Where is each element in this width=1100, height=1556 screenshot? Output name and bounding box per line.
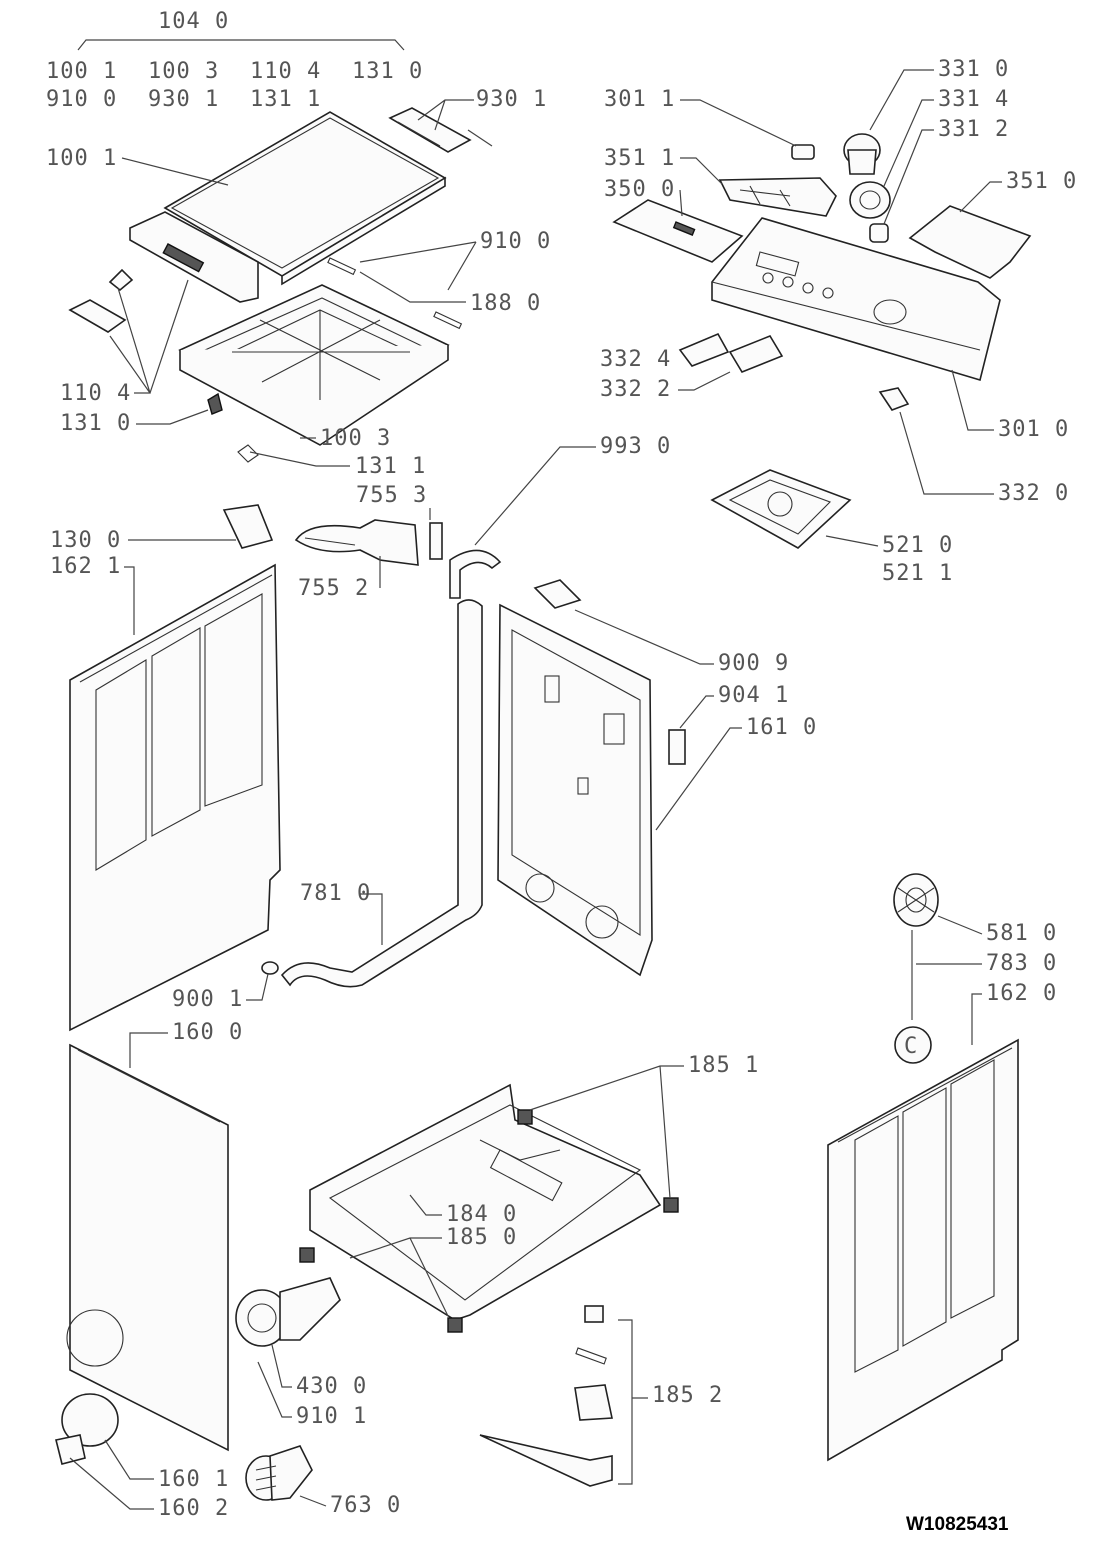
plug-904-1 [668, 729, 686, 765]
callout-331-4: 331 4 [938, 87, 1009, 112]
support-parts-185-2 [479, 1305, 613, 1487]
callout-521-0: 521 0 [882, 533, 953, 558]
spring-131-1 [237, 444, 259, 463]
callout-185-0: 185 0 [446, 1225, 517, 1250]
callout-783-0: 783 0 [986, 951, 1057, 976]
callout-110-4: 110 4 [60, 381, 131, 406]
callout-331-2: 331 2 [938, 117, 1009, 142]
callout-910-1: 910 1 [296, 1404, 367, 1429]
group-member-131-1: 131 1 [250, 87, 321, 112]
clamp-900-1 [261, 961, 279, 975]
callout-900-1: 900 1 [172, 987, 243, 1012]
callout-521-1: 521 1 [882, 561, 953, 586]
callout-162-0: 162 0 [986, 981, 1057, 1006]
knob-ring-331-4 [849, 181, 891, 219]
front-panel-160-0 [66, 1043, 229, 1452]
drain-hose-781-0 [280, 599, 483, 988]
reference-marker-c: C [894, 1026, 932, 1064]
callout-160-2: 160 2 [158, 1496, 229, 1521]
group-member-131-0: 131 0 [352, 59, 423, 84]
board-351-1 [718, 177, 837, 217]
lid-handle-110-4 [68, 268, 134, 333]
callout-188-0: 188 0 [470, 291, 541, 316]
callout-185-2: 185 2 [652, 1383, 723, 1408]
callout-301-1: 301 1 [604, 87, 675, 112]
dispenser-tray-521-0 [710, 469, 852, 549]
callout-904-1: 904 1 [718, 683, 789, 708]
callout-331-0: 331 0 [938, 57, 1009, 82]
callout-781-0: 781 0 [300, 881, 371, 906]
callout-332-4: 332 4 [600, 347, 671, 372]
callout-130-0: 130 0 [50, 528, 121, 553]
group-bracket-104-0: 104 0 100 1 100 3 110 4 131 0 910 0 930 … [46, 9, 423, 112]
callout-332-0: 332 0 [998, 481, 1069, 506]
callout-910-0: 910 0 [480, 229, 551, 254]
group-label: 104 0 [158, 9, 229, 34]
callout-581-0: 581 0 [986, 921, 1057, 946]
group-member-100-3: 100 3 [148, 59, 219, 84]
knob-insert-331-2 [869, 223, 889, 243]
callout-755-3: 755 3 [356, 483, 427, 508]
hinge-plate-930-1 [388, 107, 472, 153]
top-lid-part [129, 111, 447, 303]
button-301-1 [791, 144, 815, 160]
callout-184-0: 184 0 [446, 1202, 517, 1227]
callout-755-2: 755 2 [298, 576, 369, 601]
callout-430-0: 430 0 [296, 1374, 367, 1399]
group-member-910-0: 910 0 [46, 87, 117, 112]
console-301-0 [711, 217, 1001, 382]
callout-763-0: 763 0 [330, 1493, 401, 1518]
pulley-581-0 [893, 873, 939, 927]
feet-185-1 [299, 1109, 679, 1333]
group-member-110-4: 110 4 [250, 59, 321, 84]
callout-350-0: 350 0 [604, 177, 675, 202]
switch-332-0 [878, 387, 910, 411]
callout-993-0: 993 0 [600, 434, 671, 459]
callout-351-1: 351 1 [604, 146, 675, 171]
callout-161-0: 161 0 [746, 715, 817, 740]
callout-100-1: 100 1 [46, 146, 117, 171]
document-number: W10825431 [906, 1514, 1009, 1535]
knob-331-0 [843, 133, 881, 175]
right-side-panel-162-0 [827, 1038, 1019, 1462]
callout-930-1: 930 1 [476, 87, 547, 112]
bracket-351-0 [908, 205, 1032, 279]
buttons-332-4 [678, 332, 730, 367]
callout-162-1: 162 1 [50, 554, 121, 579]
group-member-100-1: 100 1 [46, 59, 117, 84]
drain-pump-430-0 [235, 1277, 341, 1347]
callout-185-1: 185 1 [688, 1053, 759, 1078]
callout-332-2: 332 2 [600, 377, 671, 402]
base-frame-184-0 [309, 1083, 662, 1321]
callout-100-3: 100 3 [320, 426, 391, 451]
marker-c-label: C [904, 1034, 918, 1059]
filter-door-160-1 [55, 1393, 119, 1465]
buttons-332-2 [728, 335, 784, 373]
latch-131-0 [207, 392, 223, 415]
left-side-panel-162-1 [69, 563, 281, 1032]
dispenser-hose-755-2 [294, 519, 419, 566]
callout-160-1: 160 1 [158, 1467, 229, 1492]
bracket-130-0 [222, 504, 274, 549]
small-pins-910-0 [327, 257, 463, 330]
dispenser-connector-755-3 [429, 522, 443, 560]
elbow-993-0 [449, 549, 502, 599]
top-frame-part [178, 284, 450, 446]
callout-160-0: 160 0 [172, 1020, 243, 1045]
display-board-350-0 [612, 199, 744, 263]
drain-filter-763-0 [245, 1445, 313, 1501]
callout-131-0: 131 0 [60, 411, 131, 436]
callout-900-9: 900 9 [718, 651, 789, 676]
callout-301-0: 301 0 [998, 417, 1069, 442]
rear-panel-161-0 [497, 579, 653, 977]
callout-131-1: 131 1 [355, 454, 426, 479]
callout-351-0: 351 0 [1006, 169, 1077, 194]
group-member-930-1: 930 1 [148, 87, 219, 112]
